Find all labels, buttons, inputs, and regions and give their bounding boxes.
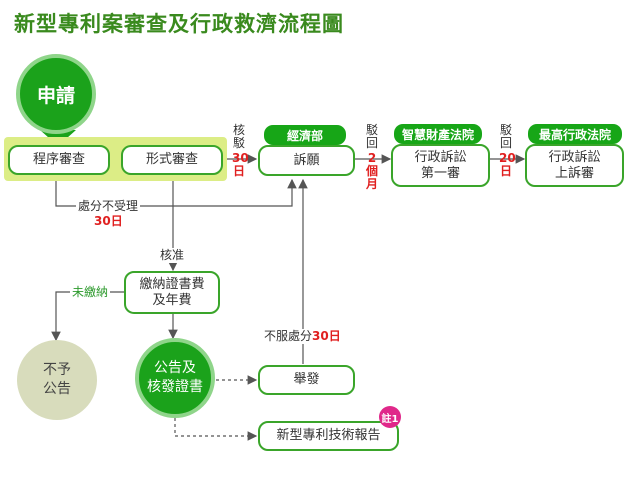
disagree-days: 30日: [312, 329, 341, 343]
ip-court-badge: 智慧財產法院: [394, 124, 482, 144]
ip-court-line2: 第一審: [420, 165, 460, 181]
arrow-unpaid: [51, 291, 124, 342]
reject-3-label: 駁回: [499, 123, 512, 150]
tech-report-node: 新型專利技術報告: [258, 421, 399, 451]
arrow-not-accepted: [55, 178, 297, 207]
disagree-prefix: 不服處分: [264, 329, 313, 343]
supreme-court-line2: 上訴審: [554, 165, 594, 181]
not-accepted-label: 處分不受理: [76, 199, 141, 213]
no-announce-line2: 公告: [43, 381, 71, 397]
unpaid-label: 未繳納: [70, 285, 111, 299]
reject-1-label: 核駁: [232, 123, 245, 150]
petition-node: 訴願: [258, 145, 355, 176]
supreme-court-line1: 行政訴訟: [548, 149, 601, 165]
apply-node: 申請: [16, 54, 96, 134]
procedure-review-node: 程序審查: [8, 145, 110, 175]
economy-badge: 經濟部: [264, 125, 346, 145]
pay-fee-line2: 及年費: [152, 292, 192, 308]
ip-court-node: 行政訴訟 第一審: [391, 144, 490, 187]
pay-fee-node: 繳納證書費 及年費: [124, 271, 220, 314]
petition-label: 訴願: [293, 152, 320, 168]
procedure-review-label: 程序審查: [32, 152, 85, 167]
ip-court-line1: 行政訴訟: [414, 149, 467, 165]
not-accepted-days: 30日: [94, 214, 123, 228]
reject-2-label: 駁回: [365, 123, 378, 150]
formal-review-node: 形式審查: [121, 145, 223, 175]
supreme-court-badge: 最高行政法院: [528, 124, 622, 144]
page-title: 新型專利案審查及行政救濟流程圖: [14, 12, 344, 36]
apply-label: 申請: [36, 84, 75, 107]
approve-label: 核准: [160, 248, 185, 263]
report-label: 舉發: [293, 372, 320, 387]
arrow-announce-techreport: [174, 418, 258, 441]
tech-report-label: 新型專利技術報告: [276, 428, 381, 443]
pay-fee-line1: 繳納證書費: [139, 276, 205, 292]
report-node: 舉發: [258, 365, 355, 395]
no-announce-line1: 不予: [43, 362, 71, 378]
supreme-court-node: 行政訴訟 上訴審: [525, 144, 624, 187]
no-announce-node: 不予 公告: [17, 340, 97, 420]
announce-line1: 公告及: [154, 360, 196, 376]
note-1-badge: 註1: [379, 406, 401, 428]
reject-2-months: 2個月: [365, 151, 378, 191]
announce-line2: 核發證書: [147, 379, 203, 395]
disagree-label: 不服處分30日: [262, 329, 343, 344]
reject-1-days: 30日: [232, 151, 249, 178]
reject-3-days: 20日: [499, 151, 516, 178]
announce-node: 公告及 核發證書: [135, 338, 215, 418]
formal-review-label: 形式審查: [145, 152, 198, 167]
